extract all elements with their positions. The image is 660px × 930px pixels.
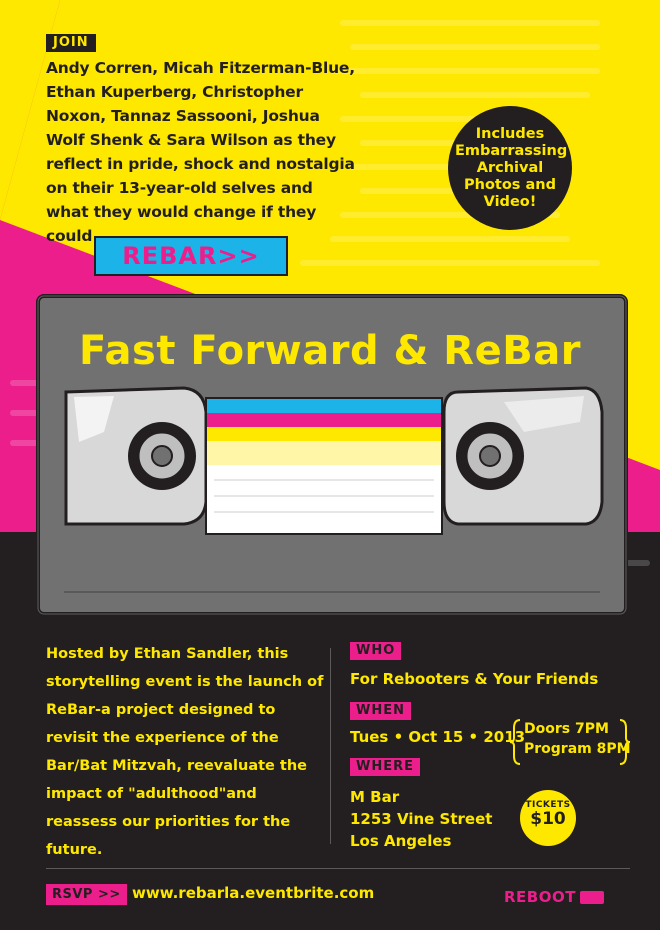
reboot-logo-text: REBOOT: [504, 888, 576, 906]
when-value: Tues • Oct 15 • 2013: [350, 728, 526, 746]
program-time-text: Program 8PM: [524, 741, 631, 757]
where-label: WHERE: [350, 758, 420, 776]
time-bracket: [510, 719, 630, 765]
who-label: WHO: [350, 642, 402, 660]
tickets-label: TICKETS: [525, 800, 571, 810]
footer-divider: [46, 868, 630, 869]
play-icon: [579, 890, 604, 904]
vhs-tape-illustration: [36, 294, 628, 616]
event-title: Fast Forward & ReBar: [79, 328, 581, 374]
tickets-badge: TICKETS $10: [520, 790, 576, 846]
column-divider: [330, 648, 331, 844]
join-tag: JOIN: [46, 34, 96, 52]
city: Los Angeles: [350, 832, 452, 850]
venue-name: M Bar: [350, 788, 400, 806]
archival-badge: Includes Embarrassing Archival Photos an…: [448, 106, 572, 230]
street-address: 1253 Vine Street: [350, 810, 493, 828]
tickets-price: $10: [530, 809, 566, 829]
when-label: WHEN: [350, 702, 411, 720]
archival-badge-text: Includes Embarrassing Archival Photos an…: [455, 125, 568, 210]
rebar-logo: REBAR>>: [94, 236, 288, 276]
who-value: For Rebooters & Your Friends: [350, 670, 599, 688]
event-description: Hosted by Ethan Sandler, this storytelli…: [46, 646, 324, 858]
intro-text: Andy Corren, Micah Fitzerman-Blue, Ethan…: [46, 59, 355, 245]
doors-time-text: Doors 7PM: [524, 721, 609, 737]
rsvp-button[interactable]: RSVP >>: [46, 884, 127, 905]
reboot-logo: REBOOT: [504, 888, 604, 906]
rsvp-link[interactable]: www.rebarla.eventbrite.com: [132, 884, 375, 902]
doors-time: Doors 7PM Program 8PM: [524, 719, 631, 759]
address-block: M Bar 1253 Vine Street Los Angeles: [350, 786, 492, 852]
